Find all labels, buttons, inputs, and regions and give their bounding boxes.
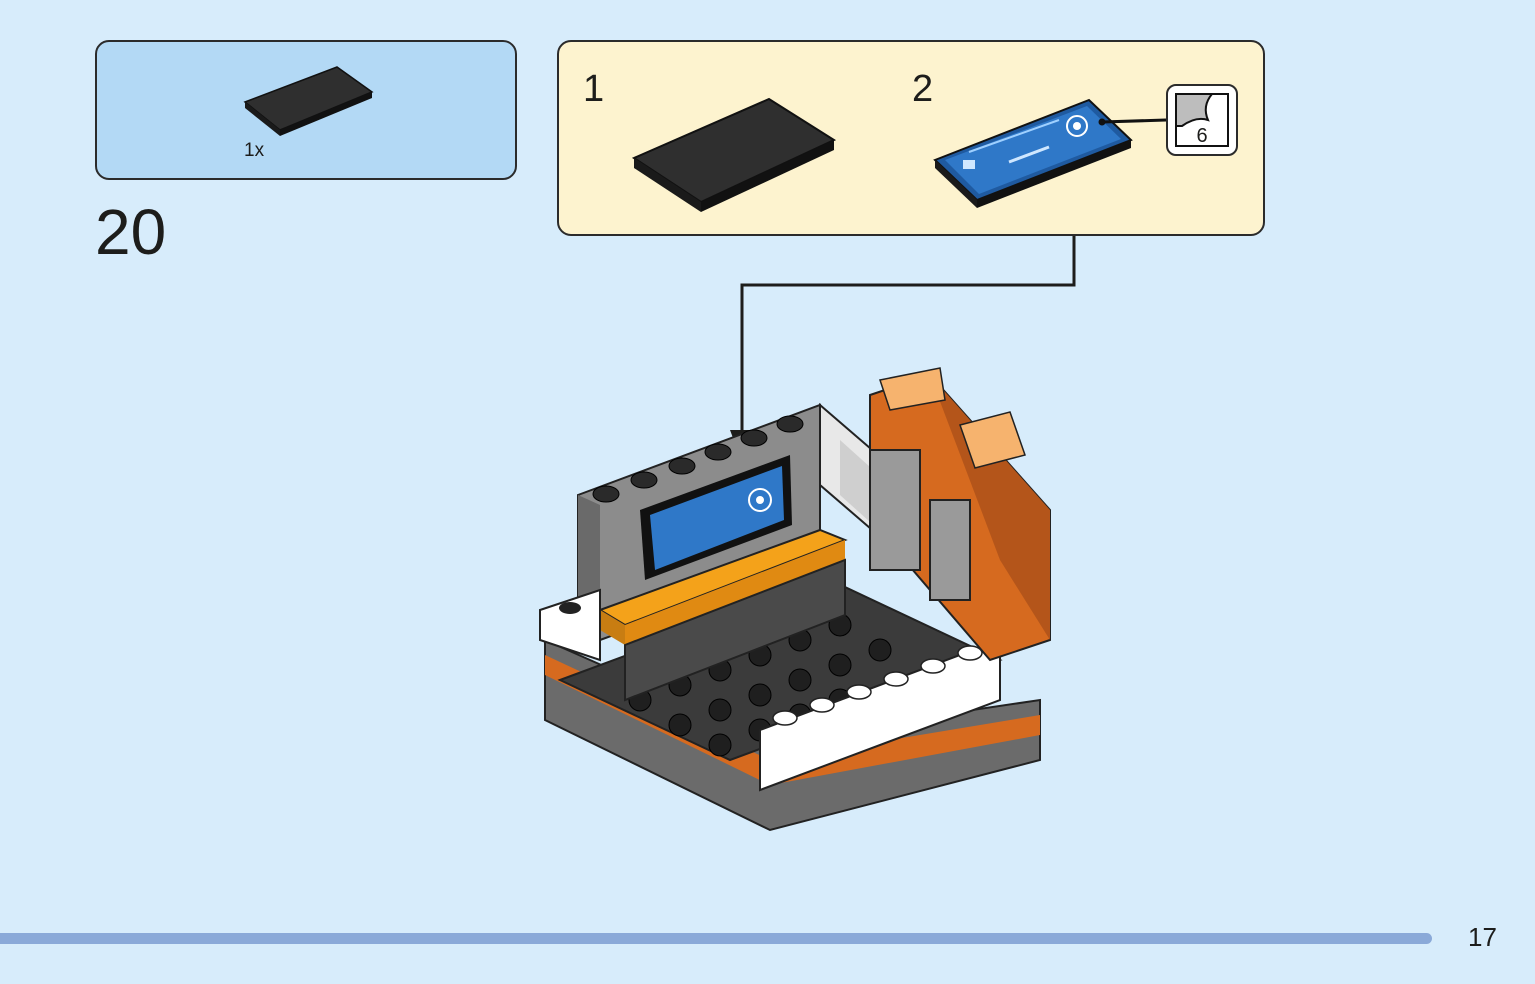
page-progress-bar <box>0 933 1432 944</box>
sub-assembly-box: 1 2 6 <box>557 40 1265 236</box>
parts-count: 1x <box>244 140 265 161</box>
page-number: 17 <box>1468 922 1497 952</box>
parts-list-box: 1x <box>95 40 517 180</box>
black-tile-icon <box>243 66 374 136</box>
sticker-connector-line <box>1098 118 1167 126</box>
black-tile-icon <box>631 97 837 212</box>
step-number: 20 <box>95 196 167 268</box>
sticker-reference: 6 <box>1166 84 1238 156</box>
printed-screen-tile-icon <box>933 98 1133 208</box>
sub-step-number-1: 1 <box>583 68 605 110</box>
sticker-number: 6 <box>1196 125 1208 147</box>
sub-step-number-2: 2 <box>912 68 934 110</box>
sticker-icon <box>1175 93 1229 147</box>
